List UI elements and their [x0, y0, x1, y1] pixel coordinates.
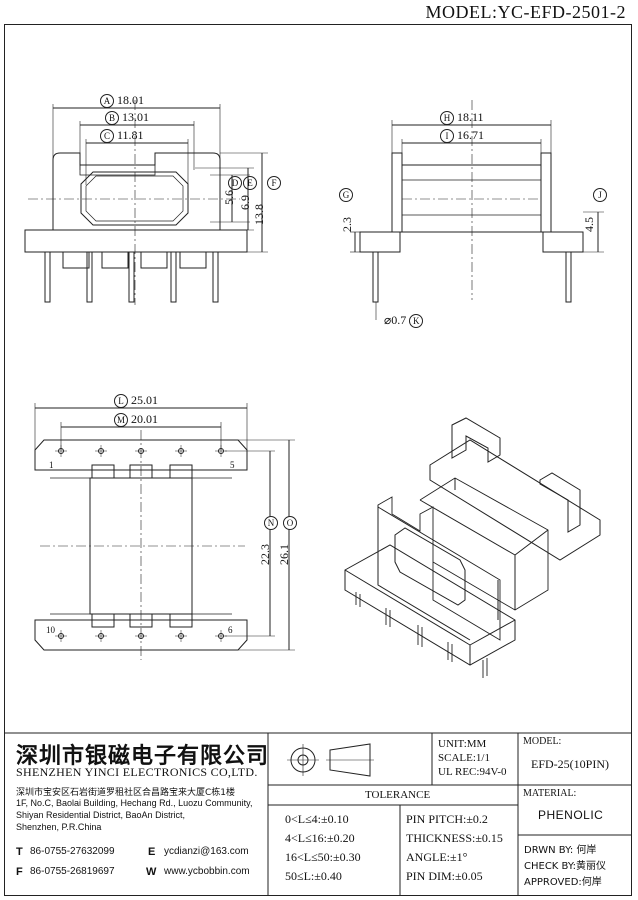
dim-O-value: 26.1 — [277, 544, 291, 565]
front-body — [52, 152, 221, 230]
dim-D-letter: D — [228, 176, 242, 190]
dim-G-letter: G — [339, 188, 353, 202]
dim-J-letter: J — [593, 188, 607, 202]
dim-N-letter: N — [264, 516, 278, 530]
front-flange — [24, 229, 248, 253]
dim-H: H 18.11 — [440, 110, 484, 125]
front-view — [24, 100, 268, 305]
dim-F-value: 13.8 — [252, 204, 266, 225]
material-label: MATERIAL: — [523, 788, 577, 799]
tel-label: T — [16, 846, 23, 858]
model-header: MODEL:YC-EFD-2501-2 — [425, 2, 626, 22]
front-pin — [212, 251, 219, 303]
dim-I: I 16.71 — [440, 128, 484, 143]
tolerance-thickness: THICKNESS:±0.15 — [406, 831, 503, 845]
front-pin — [44, 251, 51, 303]
dim-E-value: 6.9 — [238, 195, 252, 210]
pin-label-1: 1 — [49, 460, 54, 470]
side-flange-right — [542, 231, 584, 253]
tolerance-angle: ANGLE:±1° — [406, 850, 468, 864]
isometric-view — [344, 417, 601, 678]
tolerance-row: 0<L≤4:±0.10 — [285, 812, 349, 826]
tolerance-row: 16<L≤50:±0.30 — [285, 850, 361, 864]
company-address-cn: 深圳市宝安区石岩街道罗租社区合昌路宝来大厦C栋1楼 — [16, 788, 236, 798]
dim-E-letter: E — [243, 176, 257, 190]
title-block — [4, 732, 632, 896]
model-value: EFD-25(10PIN) — [531, 757, 609, 771]
tolerance-title: TOLERANCE — [365, 789, 431, 801]
front-window — [80, 171, 189, 226]
pin-label-5: 5 — [230, 460, 235, 470]
website[interactable]: www.ycbobbin.com — [164, 866, 250, 877]
side-core — [401, 164, 542, 233]
scale: SCALE:1/1 — [438, 752, 490, 764]
company-name-cn: 深圳市银磁电子有限公司 — [16, 744, 270, 769]
fax-number: 86-0755-26819697 — [30, 866, 115, 877]
pin-label-10: 10 — [46, 625, 55, 635]
tel-number: 86-0755-27632099 — [30, 846, 115, 857]
material-value: PHENOLIC — [538, 808, 604, 822]
email-label: E — [148, 846, 156, 858]
front-pin — [128, 251, 135, 303]
model-label: MODEL: — [523, 736, 562, 747]
side-view — [350, 100, 604, 320]
dim-D-value: 5.6 — [222, 190, 236, 205]
side-flange-left — [359, 231, 401, 253]
bottom-view — [34, 403, 295, 660]
dim-K: ⌀0.7 K — [384, 313, 424, 328]
fax-label: F — [16, 866, 23, 878]
company-name-en: SHENZHEN YINCI ELECTRONICS CO,LTD. — [16, 765, 258, 779]
approved-by: APPROVED:何岸 — [524, 877, 602, 888]
dim-A: A 18.01 — [100, 93, 144, 108]
front-pin — [86, 251, 93, 303]
drawing-frame — [4, 24, 632, 896]
dim-B: B 13.01 — [105, 110, 149, 125]
dim-L: L 25.01 — [114, 393, 158, 408]
company-address-en-3: Shenzhen, P.R.China — [16, 822, 102, 832]
ul-rec: UL REC:94V-0 — [438, 766, 507, 778]
drawn-by: DRWN BY: 何岸 — [524, 845, 597, 856]
dim-G-value: 2.3 — [340, 217, 354, 232]
checked-by: CHECK BY:黄丽仪 — [524, 861, 607, 872]
dim-F-letter: F — [267, 176, 281, 190]
pin-label-6: 6 — [228, 625, 233, 635]
tolerance-pin-pitch: PIN PITCH:±0.2 — [406, 812, 488, 826]
email-address[interactable]: ycdianzi@163.com — [164, 846, 249, 857]
tolerance-row: 50≤L:±0.40 — [285, 869, 342, 883]
iso-front-flange — [344, 544, 516, 666]
tolerance-row: 4<L≤16:±0.20 — [285, 831, 355, 845]
tolerance-pin-dim: PIN DIM:±0.05 — [406, 869, 483, 883]
company-address-en-1: 1F, No.C, Baolai Building, Hechang Rd., … — [16, 798, 253, 808]
dim-M: M 20.01 — [114, 412, 158, 427]
front-pin — [170, 251, 177, 303]
dim-O-letter: O — [283, 516, 297, 530]
unit: UNIT:MM — [438, 738, 487, 750]
company-address-en-2: Shiyan Residential District, BaoAn Distr… — [16, 810, 186, 820]
dim-C: C 11.81 — [100, 128, 144, 143]
web-label: W — [146, 866, 157, 878]
dim-N-value: 22.3 — [258, 544, 272, 565]
dim-J-value: 4.5 — [582, 217, 596, 232]
